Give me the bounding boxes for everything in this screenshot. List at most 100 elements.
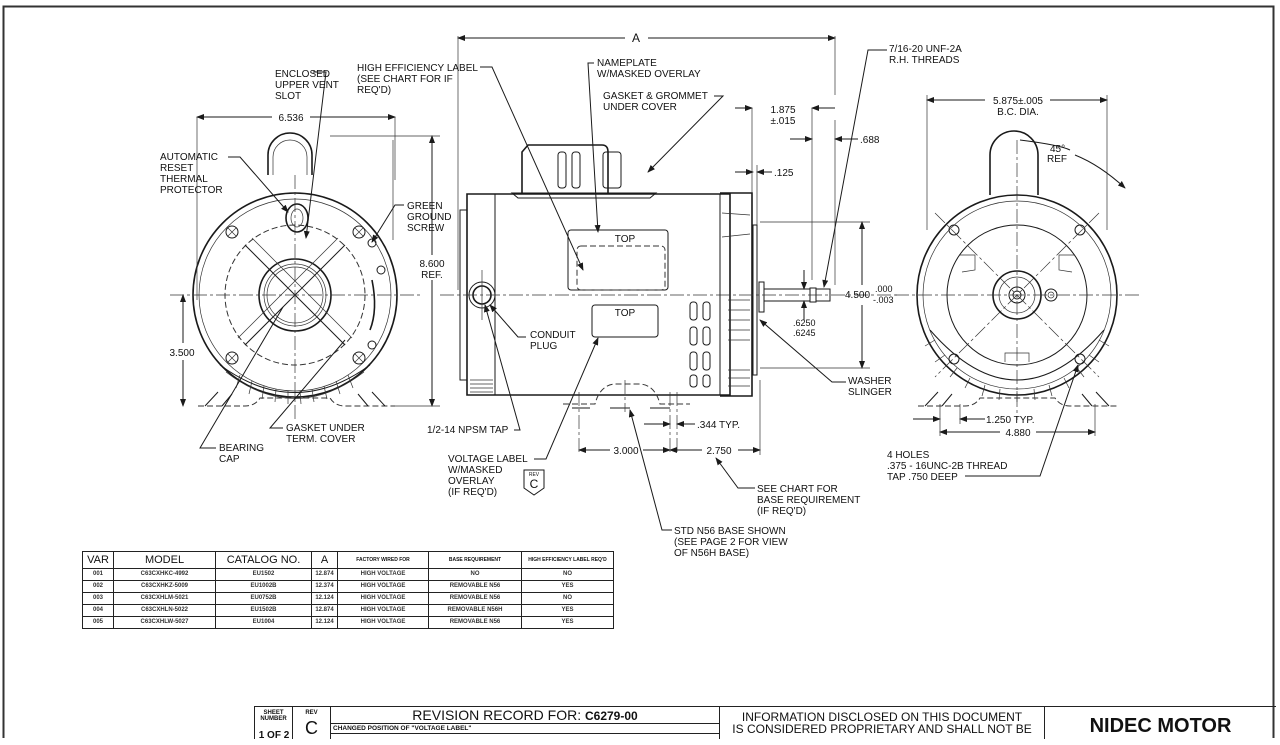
cell-high-eff: NO: [521, 568, 614, 581]
label-see-chart-2: BASE REQUIREMENT: [757, 495, 860, 506]
label-std-base-3: OF N56H BASE): [674, 548, 749, 559]
cell-high-eff: NO: [521, 592, 614, 605]
revision-record-label: REVISION RECORD FOR:: [412, 707, 582, 723]
col-catalog: CATALOG NO.: [215, 551, 312, 569]
notice-line-1: INFORMATION DISCLOSED ON THIS DOCUMENT: [741, 710, 1023, 724]
rev-value: C: [305, 718, 318, 738]
dim-height-ref-suffix: REF.: [421, 270, 443, 281]
cell-high-eff: YES: [521, 604, 614, 617]
dim-slot-width: 1.250 TYP.: [986, 415, 1035, 426]
dim-shaft-ext-tol: ±.015: [771, 116, 796, 127]
label-threads-2: R.H. THREADS: [889, 55, 960, 66]
voltage-top-label: TOP: [615, 308, 636, 319]
dim-base-front: 3.000: [613, 446, 638, 457]
rev-badge-letter: C: [530, 477, 539, 491]
cell-a: 12.124: [311, 592, 338, 605]
dim-width-left: 6.536: [278, 113, 303, 124]
cell-a: 12.374: [311, 580, 338, 593]
sheet-border: [2, 5, 1275, 745]
label-voltage-3: OVERLAY: [448, 476, 495, 487]
sheet-label-2: NUMBER: [260, 716, 287, 722]
revision-record-line: CHANGED POSITION OF "VOLTAGE LABEL": [331, 724, 719, 734]
cell-model: C63CXHLM-5021: [113, 592, 216, 605]
cell-base-req: REMOVABLE N56: [428, 592, 522, 605]
col-factory-wired: FACTORY WIRED FOR: [337, 551, 429, 569]
table-header-row: VAR MODEL CATALOG NO. A FACTORY WIRED FO…: [82, 551, 614, 569]
label-enclosed-vent-1: ENCLOSED: [275, 69, 330, 80]
label-nameplate-1: NAMEPLATE: [597, 58, 657, 69]
label-enclosed-vent-2: UPPER VENT: [275, 80, 339, 91]
cell-factory-wired: HIGH VOLTAGE: [337, 580, 429, 593]
dim-pilot-tol-lower: -.003: [873, 295, 894, 305]
rev-label: REV: [305, 710, 318, 716]
label-gasket-term-2: TERM. COVER: [286, 434, 355, 445]
dim-flange: .125: [774, 168, 794, 179]
label-bearing-cap-2: CAP: [219, 454, 240, 465]
cell-var: 004: [82, 604, 114, 617]
label-four-holes-2: .375 - 16UNC-2B THREAD: [887, 461, 1007, 472]
label-conduit-plug-2: PLUG: [530, 341, 557, 352]
cell-var: 002: [82, 580, 114, 593]
cell-var: 005: [82, 616, 114, 629]
dim-angle: 45°: [1050, 144, 1065, 155]
col-var: VAR: [82, 551, 114, 569]
dim-base-rear: 2.750: [706, 446, 731, 457]
cell-a: 12.124: [311, 616, 338, 629]
label-npsm-tap: 1/2-14 NPSM TAP: [427, 425, 509, 436]
dim-pilot: 4.500: [845, 290, 870, 301]
cell-model: C63CXHLW-5027: [113, 616, 216, 629]
label-washer-slinger-2: SLINGER: [848, 387, 892, 398]
col-base-req: BASE REQUIREMENT: [428, 551, 522, 569]
label-std-base-1: STD N56 BASE SHOWN: [674, 526, 786, 537]
title-block: SHEET NUMBER 1 OF 2 REV C REVISION RECOR…: [254, 706, 1276, 741]
sheet-number-cell: SHEET NUMBER 1 OF 2: [254, 707, 292, 741]
label-green-ground-2: GROUND: [407, 212, 451, 223]
cell-high-eff: YES: [521, 580, 614, 593]
cell-factory-wired: HIGH VOLTAGE: [337, 592, 429, 605]
rev-badge-label: REV: [529, 472, 540, 478]
label-thermal-4: PROTECTOR: [160, 185, 223, 196]
side-view: TOP TOP A: [357, 31, 962, 559]
dim-height-ref: 8.600: [419, 259, 444, 270]
label-see-chart-1: SEE CHART FOR: [757, 484, 838, 495]
nameplate-top-label: TOP: [615, 234, 636, 245]
dim-shaft-dia-max: .6250: [793, 318, 816, 328]
dim-bc-dia: 5.875±.005: [993, 96, 1043, 107]
dim-angle-ref: REF: [1047, 154, 1067, 165]
label-thermal-3: THERMAL: [160, 174, 208, 185]
rev-cell: REV C: [292, 707, 330, 739]
label-voltage-4: (IF REQ'D): [448, 487, 497, 498]
label-gasket-grommet-2: UNDER COVER: [603, 102, 677, 113]
cell-base-req: REMOVABLE N56: [428, 616, 522, 629]
revision-record-cell: REVISION RECORD FOR: C6279-00 CHANGED PO…: [330, 707, 719, 739]
cell-factory-wired: HIGH VOLTAGE: [337, 616, 429, 629]
right-end-view: 5.875±.005 B.C. DIA. 45° REF 1.250 TYP. …: [887, 95, 1140, 483]
cell-base-req: NO: [428, 568, 522, 581]
cell-catalog: EU0752B: [215, 592, 312, 605]
revision-badge: REV C: [523, 469, 545, 496]
revision-record-doc: C6279-00: [584, 709, 638, 723]
label-bearing-cap-1: BEARING: [219, 443, 264, 454]
label-green-ground-3: SCREW: [407, 223, 445, 234]
cell-model: C63CXHKC-4992: [113, 568, 216, 581]
label-washer-slinger-1: WASHER: [848, 376, 892, 387]
dim-pilot-tol-upper: .000: [875, 284, 893, 294]
label-gasket-term-1: GASKET UNDER: [286, 423, 365, 434]
label-voltage-1: VOLTAGE LABEL: [448, 454, 528, 465]
sheet-number-value: 1 OF 2: [258, 730, 290, 741]
cell-base-req: REMOVABLE N56H: [428, 604, 522, 617]
notice-line-2: IS CONSIDERED PROPRIETARY AND SHALL NOT …: [732, 722, 1032, 736]
dim-shaft-ext: 1.875: [770, 105, 795, 116]
dim-shaft-dia-min: .6245: [793, 328, 816, 338]
proprietary-notice: INFORMATION DISCLOSED ON THIS DOCUMENT I…: [719, 707, 1045, 739]
label-high-eff-1: HIGH EFFICIENCY LABEL: [357, 63, 478, 74]
col-model: MODEL: [113, 551, 216, 569]
label-thermal-2: RESET: [160, 163, 193, 174]
dim-a: A: [632, 31, 640, 45]
cell-catalog: EU1502: [215, 568, 312, 581]
col-high-eff: HIGH EFFICIENCY LABEL REQ'D: [521, 551, 614, 569]
